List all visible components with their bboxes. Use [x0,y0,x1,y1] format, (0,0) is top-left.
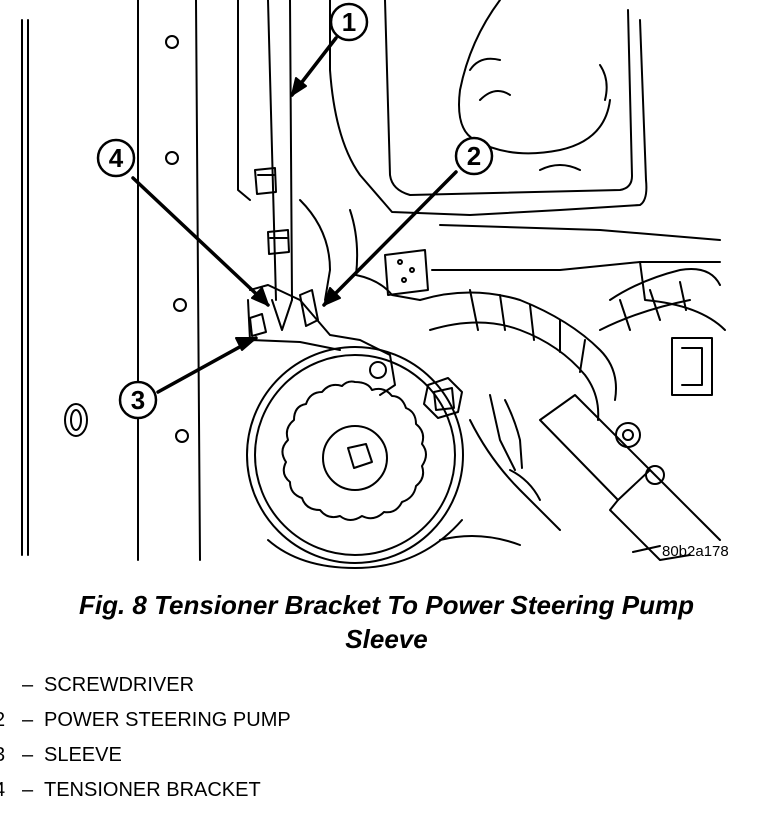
housing-bulge [458,0,611,155]
bolt-upper [254,167,277,195]
bolt-mid [267,229,290,255]
legend-item: 3 – SLEEVE [0,738,773,773]
leader-4 [131,176,270,307]
panel-hole-2 [165,151,179,165]
legend-dash: – [22,744,34,766]
wiring-harness [419,291,617,401]
panel-hole-1 [165,35,179,49]
panel-frame-2 [195,0,201,561]
leader-2 [322,170,458,307]
pulley-hub [322,425,388,491]
bracket-right [671,337,713,396]
callout-number: 2 [467,141,481,171]
panel-hole-4 [175,429,189,443]
panel-slot [64,403,88,437]
screwdriver-shaft [267,0,293,301]
callout-1: 1 [329,2,369,42]
figure-caption: Fig. 8 Tensioner Bracket To Power Steeri… [0,588,773,656]
legend-label: SLEEVE [44,744,122,766]
panel-hole-3 [173,298,187,312]
callout-4: 4 [96,138,136,178]
legend-number: 2 [0,703,5,738]
legend-dash: – [22,779,34,801]
connector [539,394,651,501]
legend-label: POWER STEERING PUMP [44,709,291,731]
callout-number: 3 [131,385,145,415]
legend-dash: – [22,709,34,731]
legend-number: 4 [0,773,5,808]
legend-item: 2 – POWER STEERING PUMP [0,703,773,738]
callout-2: 2 [454,136,494,176]
legend-label: TENSIONER BRACKET [44,779,261,801]
pulley-teeth [281,380,427,521]
tensioner-bracket [249,284,396,396]
figure-id-label: 80b2a178 [662,543,729,560]
caption-line-1: Fig. 8 Tensioner Bracket To Power Steeri… [79,590,694,620]
legend-item: 4 – TENSIONER BRACKET [0,773,773,808]
upper-housing [329,0,648,216]
sleeve [249,313,267,337]
panel-frame-3 [237,0,251,201]
pump-hose [299,199,359,301]
caption-line-2: Sleeve [345,624,428,654]
hex-bolt [423,377,463,419]
callout-number: 1 [342,7,356,37]
legend-number: 3 [0,738,5,773]
legend-label: SCREWDRIVER [44,674,195,696]
callout-number: 4 [109,143,124,173]
legend-item: – SCREWDRIVER [0,668,773,703]
callout-3: 3 [118,380,158,420]
callout-legend: – SCREWDRIVER 2 – POWER STEERING PUMP 3 … [0,668,773,808]
engine-illustration: 1 2 3 4 80b2a178 [21,0,729,569]
legend-dash: – [22,674,34,696]
hose-clamp [384,249,429,296]
pulley-outer [246,346,464,564]
